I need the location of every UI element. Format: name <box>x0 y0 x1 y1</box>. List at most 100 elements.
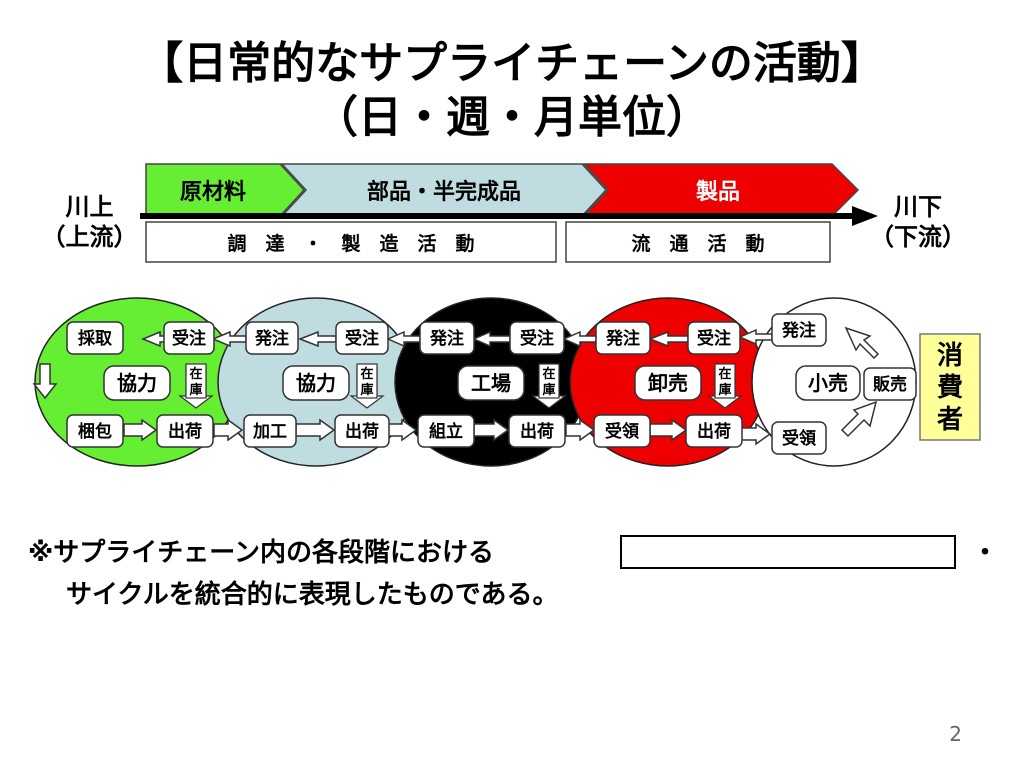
box-group <box>66 313 917 455</box>
upstream-line1: 川上 <box>65 193 114 221</box>
stock-label2-c4: 庫 <box>718 382 731 398</box>
downstream-line2: （下流） <box>870 223 966 251</box>
page-number: 2 <box>949 722 962 746</box>
title-line2: （日・週・月単位） <box>314 92 710 143</box>
box-c1-harvest <box>66 321 124 355</box>
note-line1: ※サプライチェーン内の各段階における <box>28 538 494 568</box>
activity-distribution: 流 通 活 動 <box>631 232 764 255</box>
arrow-left-c2c3 <box>386 330 421 348</box>
label-c4-order: 発注 <box>605 328 640 349</box>
label-c3-order-recv: 受注 <box>520 328 554 349</box>
box-c4-ship <box>685 414 743 448</box>
activity-box-procurement <box>145 221 557 263</box>
upstream-label: 川上 （上流） <box>32 192 147 252</box>
arrow-left-c3c4 <box>562 330 597 348</box>
arrow-left-c4 <box>647 330 689 348</box>
label-c1-order-recv: 受注 <box>172 328 206 349</box>
stage-label-product: 製品 <box>695 179 740 205</box>
center-box-c3 <box>457 365 525 401</box>
label-c2-process: 加工 <box>252 422 287 442</box>
center-box-c1 <box>103 365 171 401</box>
stage-raw-material <box>145 163 306 217</box>
flow-arrow-head <box>852 206 878 226</box>
label-c4-receive: 受領 <box>605 421 640 442</box>
label-c4-ship: 出荷 <box>697 421 731 442</box>
arrow-right-c2c3 <box>387 418 418 442</box>
label-c3-ship: 出荷 <box>520 421 554 442</box>
activity-procurement: 調 達 ・ 製 造 活 動 <box>227 232 474 255</box>
stock-label2-c3: 庫 <box>542 382 555 398</box>
consumer-box <box>919 333 981 441</box>
stock-label-c2: 在 <box>360 366 373 382</box>
center-label-c3: 工場 <box>471 371 511 395</box>
label-c5-sell: 販売 <box>873 374 907 395</box>
label-c2-order-recv: 受注 <box>345 328 379 349</box>
box-c2-process <box>243 414 297 448</box>
box-c1-pack <box>66 414 124 448</box>
arrow-left-c1c2 <box>211 330 247 348</box>
box-c4-receive <box>593 414 651 448</box>
box-c5-order <box>771 313 827 347</box>
center-label-c4: 卸売 <box>648 371 688 395</box>
label-c1-harvest: 採取 <box>78 328 112 349</box>
box-c3-assemble <box>417 414 475 448</box>
label-c3-order: 発注 <box>429 328 464 349</box>
stock-label2-c1: 庫 <box>189 382 202 398</box>
label-c4-order-recv: 受注 <box>697 328 731 349</box>
label-c5-receive: 受領 <box>782 428 817 449</box>
stock-group: 在 庫 在 庫 在 庫 在 庫 <box>178 363 743 409</box>
label-c5-order: 発注 <box>781 320 816 341</box>
stock-label2-c2: 庫 <box>360 382 373 398</box>
label-c1-pack: 梱包 <box>78 421 112 442</box>
box-c2-order-recv <box>335 321 389 355</box>
center-box-c2 <box>282 365 350 401</box>
stock-box-c1 <box>185 363 207 399</box>
arrow-right-c1c2 <box>213 418 244 442</box>
stock-label-c1: 在 <box>189 366 202 382</box>
arrow-right-c3c4 <box>565 418 596 442</box>
consumer-char1: 消 <box>937 341 963 371</box>
arrow-diag-up-c5 <box>844 326 880 360</box>
consumer-char3: 者 <box>937 405 963 435</box>
stock-label-c4: 在 <box>718 366 731 382</box>
stock-box-c2 <box>356 363 378 399</box>
box-label-group: 採取 受注 梱包 出荷 発注 受注 加工 出荷 発注 受注 組立 出荷 発注 受… <box>78 320 907 449</box>
upstream-line2: （上流） <box>41 223 138 251</box>
activity-box-distribution <box>565 221 831 263</box>
center-label-group: 協力 協力 工場 卸売 小売 <box>117 371 848 395</box>
downstream-label: 川下 （下流） <box>858 192 978 252</box>
arrow-left-c2 <box>297 330 337 348</box>
title-line1: 【日常的なサプライチェーンの活動】 <box>139 38 885 89</box>
arrow-left-c4c5 <box>738 328 773 346</box>
center-label-c2: 協力 <box>296 371 336 395</box>
arrow-diag-down-c5 <box>840 400 878 438</box>
arrow-left-c1 <box>141 330 167 348</box>
center-box-c5 <box>795 365 861 401</box>
box-c4-order <box>595 321 651 355</box>
label-c2-order: 発注 <box>254 328 289 349</box>
arrow-left-c3 <box>472 330 511 348</box>
box-c1-order-recv <box>163 321 215 355</box>
stage-label-parts: 部品・半完成品 <box>367 179 521 205</box>
arrow-right-c4 <box>649 418 688 442</box>
box-c3-ship <box>508 414 566 448</box>
box-c2-ship <box>334 414 390 448</box>
stage-label-raw: 原材料 <box>180 180 246 205</box>
consumer-char2: 費 <box>937 373 963 403</box>
fill-in-blank-box <box>620 535 956 569</box>
arrow-right-c1 <box>123 418 158 442</box>
box-c4-order-recv <box>687 321 741 355</box>
downstream-line1: 川下 <box>894 193 942 221</box>
note-line2: サイクルを統合的に表現したものである。 <box>66 580 559 610</box>
box-c5-sell <box>863 367 917 401</box>
box-c1-ship <box>156 414 214 448</box>
stock-box-c4 <box>714 363 736 399</box>
arrow-down-c1 <box>32 363 58 400</box>
box-c3-order <box>419 321 475 355</box>
stock-box-c3 <box>538 363 560 399</box>
label-c1-ship: 出荷 <box>168 421 202 442</box>
center-label-c1: 協力 <box>117 371 157 395</box>
arrow-right-c2 <box>295 418 336 442</box>
note-dot: ・ <box>972 538 999 568</box>
